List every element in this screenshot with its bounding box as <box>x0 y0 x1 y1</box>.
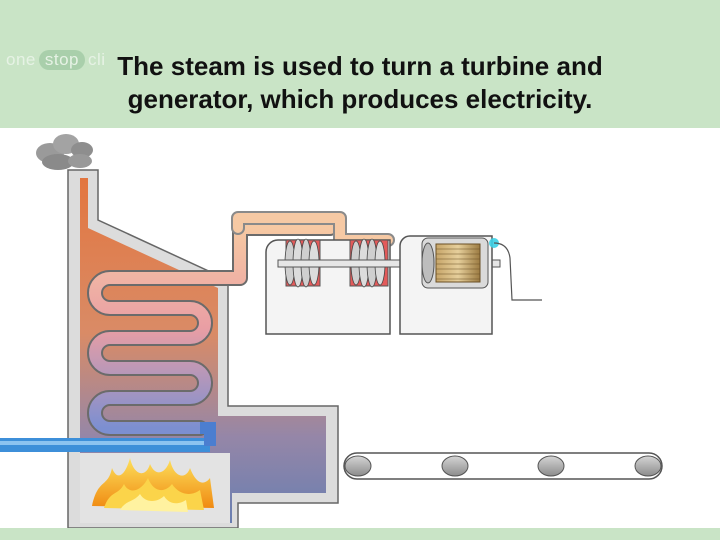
conveyor-roller <box>344 455 372 477</box>
logo-part: stop <box>38 50 86 70</box>
power-station-diagram <box>0 134 663 528</box>
water-inlet-pipe <box>0 438 210 452</box>
conveyor-roller <box>537 455 565 477</box>
shaft <box>277 259 501 268</box>
conveyor-roller <box>441 455 469 477</box>
boiler <box>80 178 326 523</box>
heat-exchanger-coil <box>87 220 338 436</box>
logo-part: cli <box>88 50 106 69</box>
slide-title: The steam is used to turn a turbine and … <box>117 51 603 114</box>
logo-part: one <box>6 50 36 69</box>
conveyor-belt <box>343 452 663 480</box>
generator <box>421 237 489 289</box>
output-wire <box>493 242 542 301</box>
smoke-plume <box>36 134 93 170</box>
fire <box>92 458 214 512</box>
coil-inlet <box>200 422 216 446</box>
footer-band <box>0 528 720 540</box>
conveyor-roller <box>634 455 662 477</box>
